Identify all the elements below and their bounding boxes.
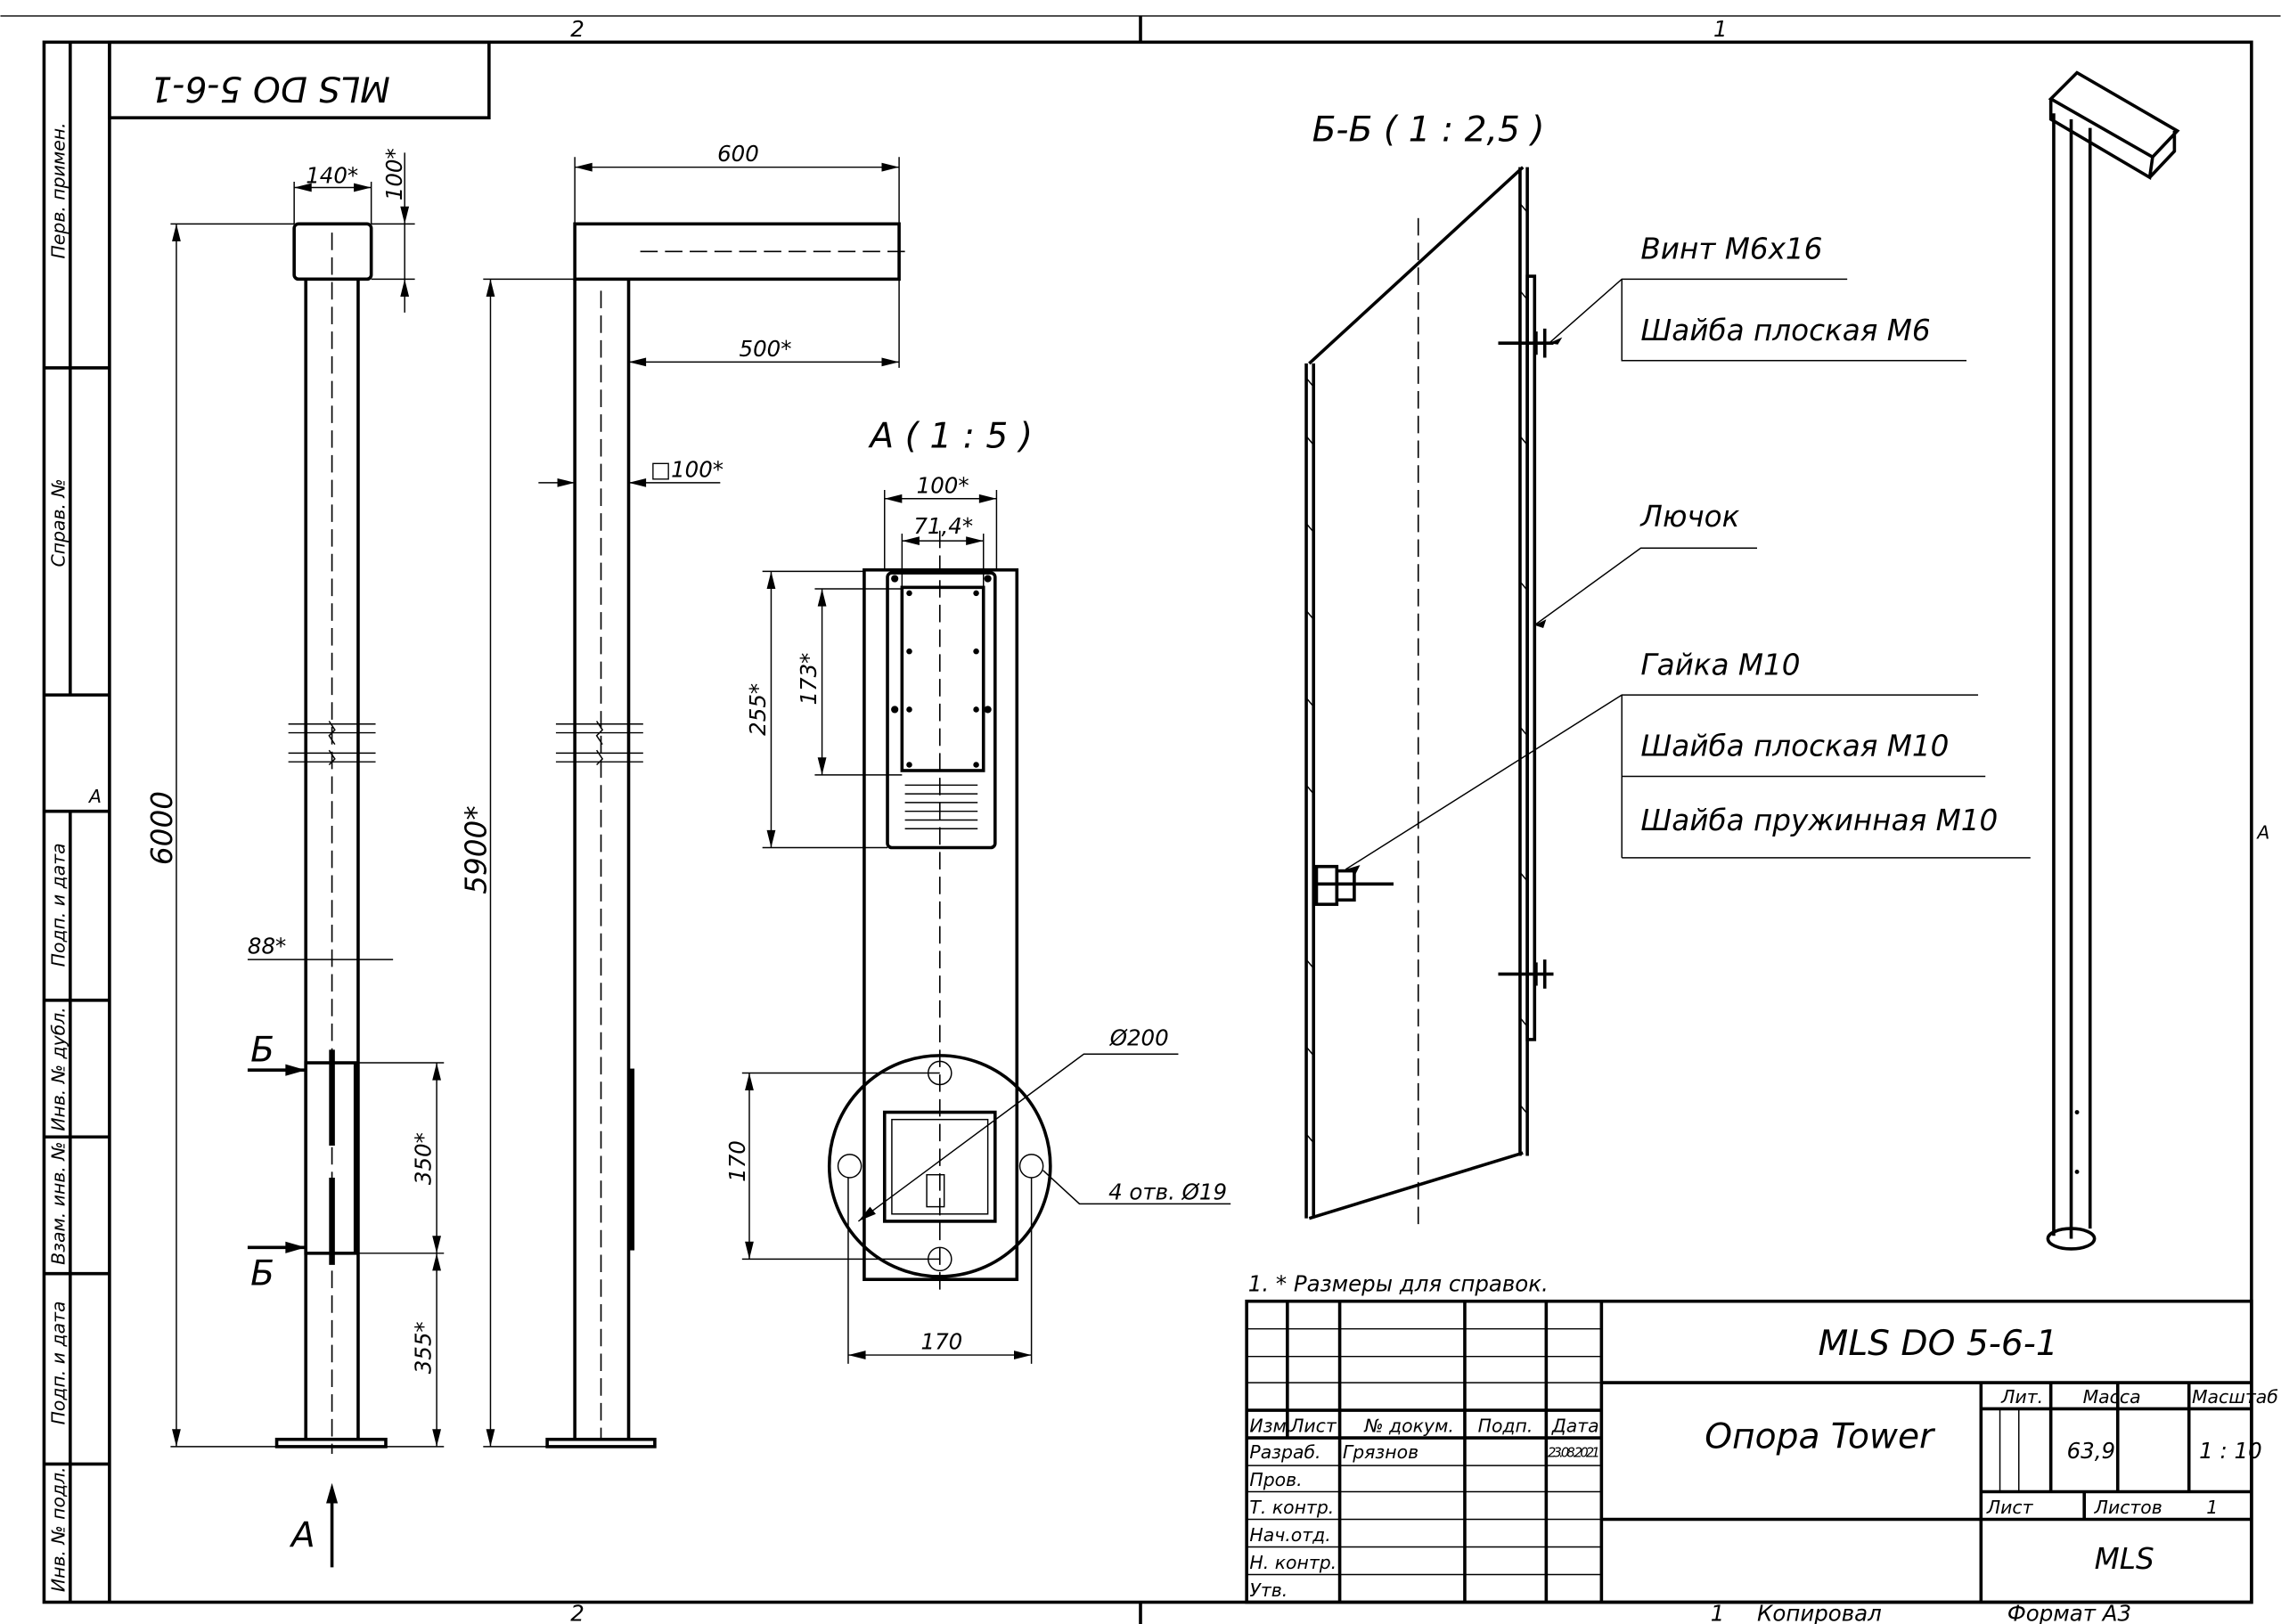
- view-mark: А: [289, 1516, 315, 1556]
- dim-label: 355*: [411, 1321, 437, 1374]
- dim-label: Ø200: [1109, 1024, 1169, 1050]
- mass-label: Масса: [2083, 1386, 2141, 1408]
- zone-label: 2: [570, 1601, 585, 1624]
- callout-label: Шайба плоская M6: [1640, 314, 1930, 347]
- dim-label: 4 отв. Ø19: [1108, 1179, 1227, 1204]
- copied-number: 1: [1711, 1601, 1725, 1624]
- product-name: Опора Tower: [1705, 1417, 1936, 1457]
- strip-label: Подп. и дата: [47, 1302, 69, 1425]
- side-view: 600 500* □100* 5900*: [460, 141, 910, 1449]
- strip-label: Перв. примен.: [47, 122, 69, 258]
- dim-label: 88*: [248, 934, 286, 959]
- view-a: А ( 1 : 5 ) 100* 71,4* 255* 173* Ø200 4 …: [724, 417, 1231, 1364]
- role-label: Нач.отд.: [1249, 1524, 1330, 1546]
- isometric-view: [2046, 70, 2180, 1251]
- dim-label: 350*: [411, 1132, 437, 1185]
- section-b-b: Б-Б ( 1 : 2,5 ) Винт M6x16 Шайба плоская…: [1304, 110, 2031, 1229]
- zone-label: A: [2255, 822, 2269, 844]
- dim-label: 6000: [145, 791, 179, 865]
- sheets-count: 1: [2206, 1497, 2218, 1518]
- developer-date: 23.08.2021: [1548, 1445, 1600, 1460]
- dim-label: 140*: [306, 163, 358, 189]
- role-label: Т. контр.: [1249, 1497, 1334, 1518]
- scale-label: Масштаб: [2192, 1386, 2278, 1408]
- zone-label: A: [87, 786, 102, 807]
- side-strip: Перв. примен. Справ. № Подп. и дата Инв.…: [44, 40, 491, 1603]
- copied-by-label: Копировал: [1757, 1601, 1882, 1624]
- dim-label: 5900*: [460, 805, 494, 894]
- sheet-frame: 2 1 2 A A 1 Копировал Формат А3: [0, 15, 2281, 1624]
- header-sign: Подп.: [1478, 1416, 1533, 1437]
- mass-value: 63,9: [2067, 1438, 2115, 1464]
- title-block: MLS DO 5-6-1 Опора Tower Изм. Лист № док…: [1245, 1299, 2278, 1604]
- strip-label: Инв. № подл.: [47, 1466, 69, 1592]
- strip-label: Справ. №: [47, 478, 69, 567]
- section-mark: Б: [250, 1030, 274, 1070]
- section-mark: Б: [250, 1254, 274, 1294]
- company-name: MLS: [2095, 1542, 2154, 1576]
- lit-label: Лит.: [2000, 1386, 2043, 1408]
- dim-label: 100*: [381, 148, 407, 200]
- dim-label: 600: [717, 141, 759, 167]
- dim-label: 170: [724, 1140, 750, 1182]
- callout-label: Лючок: [1639, 500, 1739, 534]
- zone-label: 1: [1713, 16, 1728, 42]
- mirrored-designation: MLS DO 5-6-1: [151, 68, 390, 108]
- dim-label: □100*: [650, 456, 724, 482]
- role-label: Пров.: [1249, 1469, 1302, 1490]
- role-label: Н. контр.: [1249, 1552, 1337, 1573]
- view-title: А ( 1 : 5 ): [867, 417, 1033, 457]
- section-title: Б-Б ( 1 : 2,5 ): [1312, 110, 1545, 150]
- header-doc: № докум.: [1363, 1416, 1454, 1437]
- callout-label: Винт M6x16: [1640, 233, 1822, 266]
- dim-label: 255*: [745, 683, 771, 736]
- role-label: Утв.: [1249, 1579, 1288, 1601]
- header-change: Изм.: [1249, 1416, 1292, 1437]
- role-label: Разраб.: [1249, 1441, 1320, 1463]
- callout-label: Шайба пружинная M10: [1640, 804, 1998, 837]
- callout-label: Гайка M10: [1640, 648, 1800, 681]
- dim-label: 71,4*: [913, 513, 973, 539]
- note: 1. * Размеры для справок.: [1248, 1270, 1549, 1296]
- format-label: Формат А3: [2007, 1601, 2131, 1624]
- sheets-label: Листов: [2094, 1497, 2162, 1518]
- strip-label: Подп. и дата: [47, 843, 69, 967]
- designation: MLS DO 5-6-1: [1819, 1324, 2058, 1364]
- sheet-label: Лист: [1986, 1497, 2034, 1518]
- header-sheet: Лист: [1289, 1416, 1337, 1437]
- header-date: Дата: [1551, 1416, 1599, 1437]
- front-view: 140* 100* 6000 88* 350* 355* Б Б А: [145, 148, 445, 1568]
- scale-value: 1 : 10: [2199, 1438, 2262, 1464]
- dim-label: 100*: [917, 472, 969, 498]
- developer-name: Грязнов: [1343, 1441, 1418, 1463]
- callout-label: Шайба плоская M10: [1640, 730, 1949, 763]
- strip-label: Взам. инв. №: [47, 1141, 69, 1264]
- strip-label: Инв. № дубл.: [47, 1007, 69, 1131]
- dim-label: 500*: [740, 336, 792, 362]
- dim-label: 170: [921, 1329, 963, 1355]
- zone-label: 2: [570, 16, 585, 42]
- dim-label: 173*: [796, 653, 822, 706]
